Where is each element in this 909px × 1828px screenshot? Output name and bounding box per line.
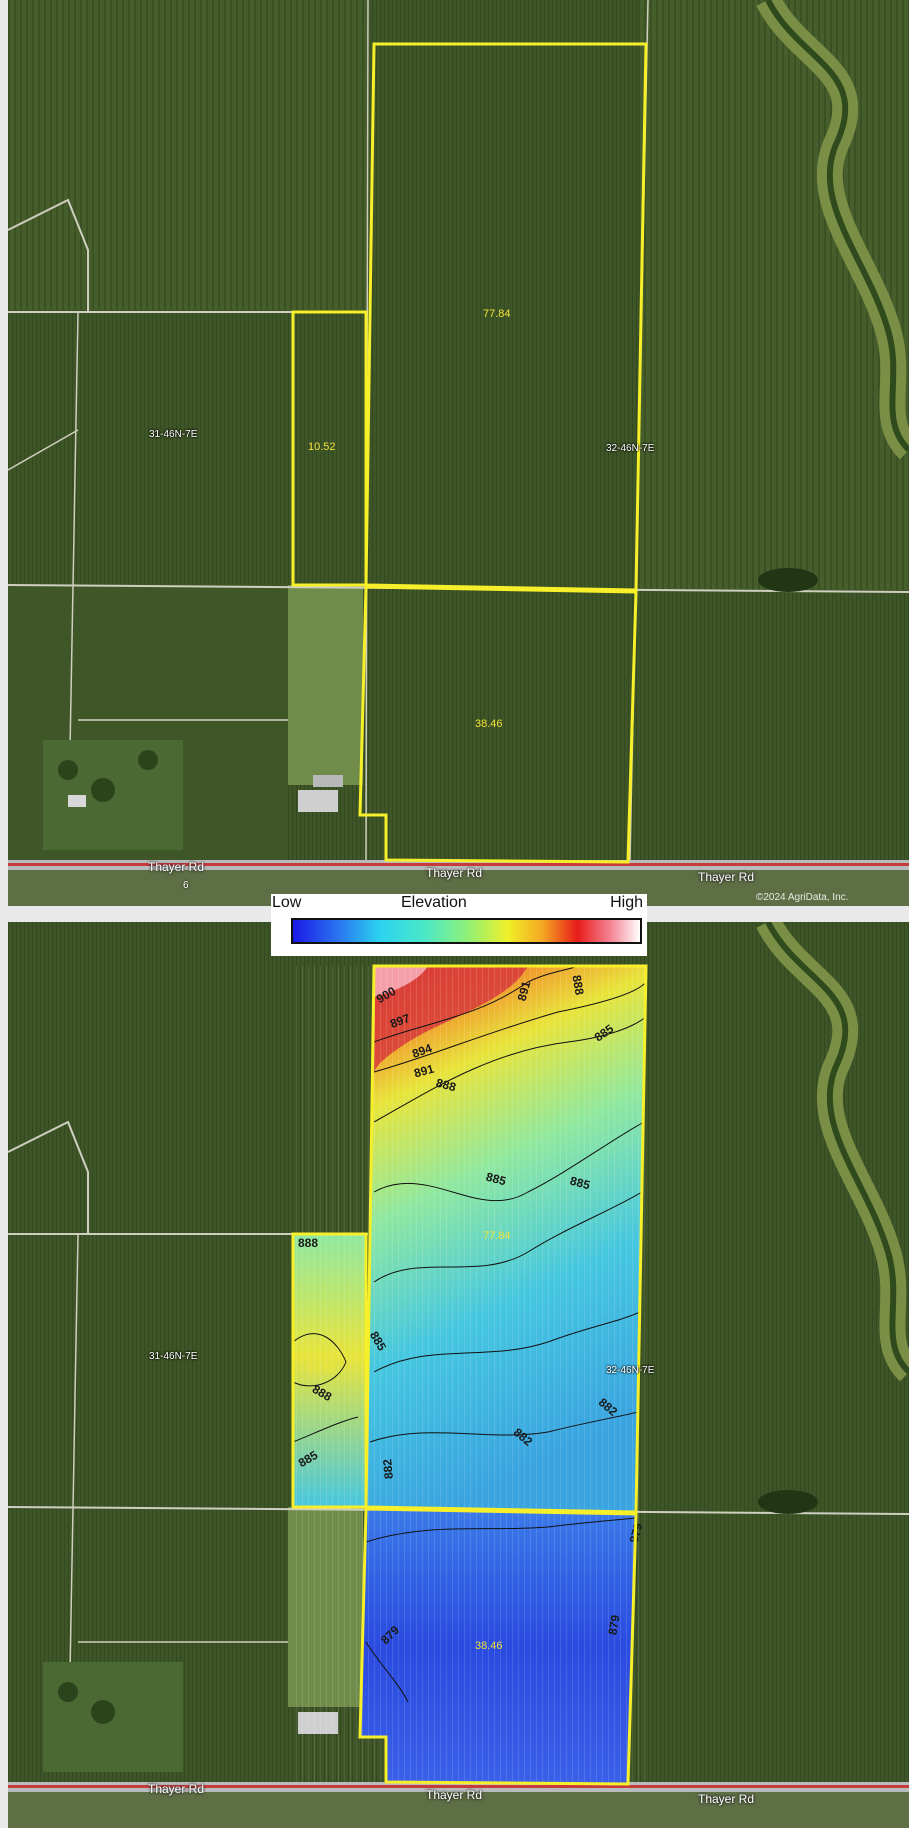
contour-label: 888 bbox=[298, 1236, 319, 1250]
legend-high-label: High bbox=[610, 894, 643, 911]
section-label-west: 31-46N-7E bbox=[149, 429, 198, 440]
acreage-label-north: 77.84 bbox=[483, 1230, 511, 1242]
acreage-label-south: 38.46 bbox=[475, 718, 503, 730]
legend-title: Elevation bbox=[401, 894, 467, 911]
road-shield-number: 6 bbox=[183, 880, 189, 891]
elevation-map-panel[interactable]: 900 897 894 891 888 891 888 885 885 885 … bbox=[8, 922, 909, 1828]
road-label-middle: Thayer Rd bbox=[426, 1788, 483, 1802]
acreage-label-north: 77.84 bbox=[483, 308, 511, 320]
acreage-label-south: 38.46 bbox=[475, 1640, 503, 1652]
section-label-east: 32-46N-7E bbox=[606, 1365, 655, 1376]
section-label-east: 32-46N-7E bbox=[606, 443, 655, 454]
legend-low-label: Low bbox=[272, 894, 302, 911]
road-label-right: Thayer Rd bbox=[698, 870, 755, 884]
road-label-middle: Thayer Rd bbox=[426, 866, 483, 880]
road-label-left: Thayer Rd bbox=[148, 860, 205, 874]
legend-color-ramp bbox=[291, 918, 642, 944]
contour-label: 882 bbox=[380, 1458, 396, 1480]
map-credit: ©2024 AgriData, Inc. bbox=[756, 892, 849, 903]
road-label-left: Thayer Rd bbox=[148, 1782, 205, 1796]
elevation-legend: Low Elevation High bbox=[271, 894, 647, 956]
road-label-right: Thayer Rd bbox=[698, 1792, 755, 1806]
acreage-label-west: 10.52 bbox=[308, 441, 336, 453]
section-label-west: 31-46N-7E bbox=[149, 1351, 198, 1362]
elevation-map-image bbox=[8, 922, 909, 1828]
acreage-label-west: 10.52 bbox=[308, 1363, 336, 1375]
aerial-map-panel[interactable]: 77.84 10.52 38.46 31-46N-7E 32-46N-7E Th… bbox=[8, 0, 909, 906]
aerial-map-image bbox=[8, 0, 909, 906]
